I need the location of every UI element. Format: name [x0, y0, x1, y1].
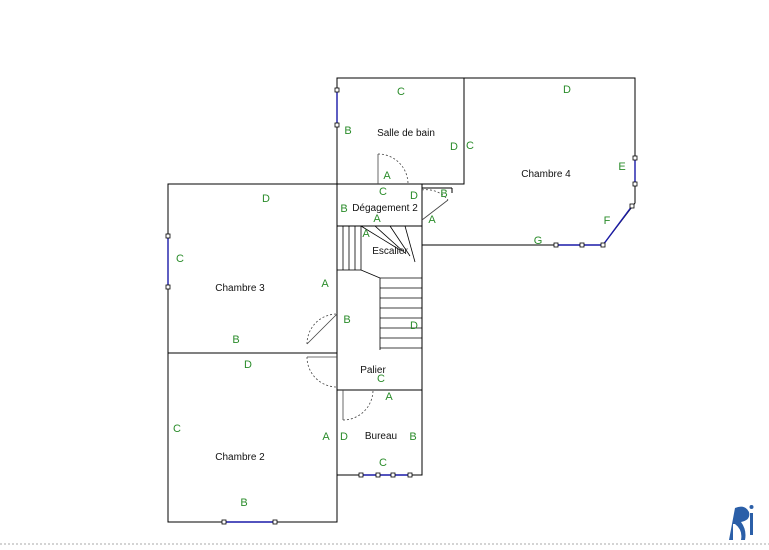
room-degagement-2: Dégagement 2 [352, 203, 418, 214]
room-escalier: Escalier [372, 246, 408, 257]
staircase [336, 225, 422, 350]
wall-label: E [618, 161, 625, 173]
door-chambre-3 [306, 313, 338, 345]
wall-label: B [232, 334, 239, 346]
room-chambre-2: Chambre 2 [215, 452, 265, 463]
wall-label: A [373, 213, 381, 225]
wall-label: B [344, 125, 351, 137]
wall-label: D [410, 190, 418, 202]
doors [306, 153, 449, 421]
wall-label: D [262, 193, 270, 205]
wall-label: C [173, 423, 181, 435]
wall-label: C [377, 373, 385, 385]
wall-labels: C B D A D C E F G C D B B A A A D D C A … [173, 84, 626, 509]
wall-label: C [379, 186, 387, 198]
wall-chambre-4 [422, 77, 636, 246]
window-chambre-4-f [602, 205, 633, 246]
wall-label: C [379, 457, 387, 469]
wall-label: B [240, 497, 247, 509]
wall-label: D [244, 359, 252, 371]
room-salle-de-bain: Salle de bain [377, 128, 435, 139]
wall-label: A [322, 431, 330, 443]
wall-label: A [321, 278, 329, 290]
wall-label: D [563, 84, 571, 96]
wall-label: D [410, 320, 418, 332]
wall-label: A [428, 214, 436, 226]
wall-label: B [340, 203, 347, 215]
windows [165, 87, 638, 525]
wall-label: A [383, 170, 391, 182]
wall-label: B [409, 431, 416, 443]
wall-label: A [385, 391, 393, 403]
room-labels: Salle de bain Chambre 4 Dégagement 2 Esc… [215, 128, 571, 463]
room-palier: Palier [360, 365, 386, 376]
wall-label: B [440, 188, 447, 200]
ri-logo-icon [729, 505, 754, 540]
wall-label: C [466, 140, 474, 152]
wall-chambre-2 [167, 352, 338, 523]
wall-label: C [397, 86, 405, 98]
room-chambre-3: Chambre 3 [215, 283, 265, 294]
wall-label: D [450, 141, 458, 153]
wall-label: F [604, 215, 611, 227]
wall-label: B [343, 314, 350, 326]
door-chambre-4 [421, 199, 449, 221]
wall-label: G [534, 235, 543, 247]
wall-label: D [340, 431, 348, 443]
wall-label: A [362, 228, 370, 240]
room-bureau: Bureau [365, 431, 397, 442]
room-chambre-4: Chambre 4 [521, 169, 571, 180]
wall-label: C [176, 253, 184, 265]
